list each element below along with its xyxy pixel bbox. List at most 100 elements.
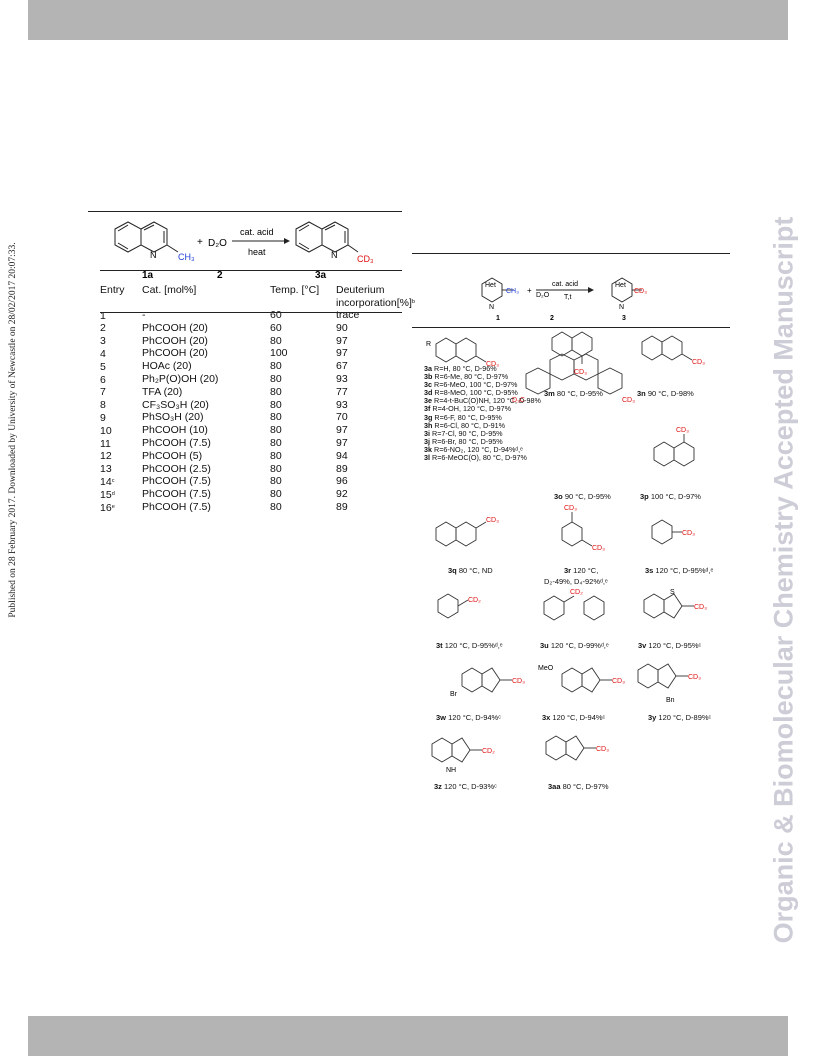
- cell-deuterium: 93: [336, 398, 348, 411]
- cell-temp: 80: [270, 449, 282, 462]
- ch3-label-right: CH₃: [506, 288, 519, 295]
- cell-temp: 80: [270, 411, 282, 424]
- cd3-3p: CD₃: [676, 427, 689, 434]
- plus-sign: +: [197, 237, 203, 248]
- label-3r: 3r 120 °C,: [564, 566, 599, 575]
- cd3-3m: CD₃: [574, 369, 587, 376]
- footer-bar: [28, 1016, 788, 1056]
- cell-entry: 4: [100, 347, 106, 360]
- cell-entry: 8: [100, 399, 106, 412]
- cell-deuterium: 97: [336, 334, 348, 347]
- cd3-3x: CD₃: [612, 678, 625, 685]
- plus-right: +: [527, 286, 532, 295]
- label-3r-d: D₂-49%, D₄-92%ᵈ,ᵉ: [544, 577, 608, 586]
- d2o-right: D₂O: [536, 292, 550, 299]
- reagent-above-right: cat. acid: [552, 281, 578, 288]
- reagent-above: cat. acid: [240, 227, 274, 237]
- br-3w: Br: [450, 691, 458, 698]
- label-1a: 1a: [142, 270, 154, 281]
- label-3x: 3x 120 °C, D-94%ᶜ: [542, 713, 606, 722]
- cell-deuterium: 93: [336, 373, 348, 386]
- cell-catalyst: PhCOOH (7.5): [142, 475, 211, 488]
- cell-entry: 2: [100, 322, 106, 335]
- cell-catalyst: HOAc (20): [142, 360, 192, 373]
- cell-entry: 5: [100, 360, 106, 373]
- label-3n: 3n 90 °C, D-98%: [637, 389, 694, 398]
- label-3v: 3v 120 °C, D-95%ᶜ: [638, 641, 702, 650]
- label-3s: 3s 120 °C, D-95%ᵈ,ᵉ: [645, 566, 714, 575]
- label-3m: 3m 80 °C, D-95%: [544, 389, 603, 398]
- table-row: 15d PhCOOH (7.5) 80 92: [100, 488, 446, 502]
- compound-entry: 3h R=6-Cl, 80 °C, D-91%: [424, 420, 505, 430]
- cell-deuterium: 97: [336, 437, 348, 450]
- cell-entry: 15d: [100, 488, 115, 501]
- left-reaction-scheme: N CH₃ + D₂O cat. acid heat N CD₃ 1a 2 3a: [114, 221, 374, 281]
- cd3-3s: CD₃: [682, 530, 695, 537]
- cell-temp: 60: [270, 321, 282, 334]
- cd3-3z: CD₂: [482, 748, 495, 755]
- reagent-below-right: T,t: [564, 294, 571, 301]
- atom-n-1: N: [489, 304, 494, 311]
- compound-entry: 3j R=6-Br, 80 °C, D-95%: [424, 436, 503, 446]
- cd3-label: CD₃: [357, 254, 374, 264]
- col-header-catalyst: Cat. [mol%]: [142, 284, 197, 296]
- cd3-3v: CD₃: [694, 604, 707, 611]
- accepted-manuscript-watermark: Organic & Biomolecular Chemistry Accepte…: [768, 216, 799, 944]
- label-1: 1: [496, 315, 500, 322]
- atom-n-right: N: [331, 250, 338, 260]
- cell-entry: 14c: [100, 475, 115, 488]
- label-2-right: 2: [550, 315, 554, 322]
- cell-deuterium: 90: [336, 321, 348, 334]
- cell-catalyst: PhCOOH (7.5): [142, 488, 211, 501]
- product-structure: [295, 221, 359, 253]
- cell-catalyst: Ph₂P(O)OH (20): [142, 373, 219, 386]
- cell-entry: 6: [100, 373, 106, 386]
- table-row: 8 CF₃SO₃H (20) 80 93: [100, 399, 446, 412]
- cell-catalyst: PhCOOH (5): [142, 449, 203, 462]
- cell-temp: 80: [270, 437, 282, 450]
- nh-3z: NH: [446, 767, 456, 774]
- d3c-3o: D₃C: [512, 397, 525, 404]
- label-3u: 3u 120 °C, D-99%ᵈ,ᵉ: [540, 641, 609, 650]
- cell-temp: 80: [270, 360, 282, 373]
- cell-catalyst: PhCOOH (20): [142, 321, 208, 334]
- cell-deuterium: 96: [336, 475, 348, 488]
- meo-3x: MeO: [538, 665, 554, 672]
- cd2-3t: CD₂: [468, 597, 481, 604]
- cell-entry: 12: [100, 450, 112, 463]
- cd3-3a: CD₃: [486, 361, 499, 368]
- header-bar: [28, 0, 788, 40]
- cell-deuterium: 89: [336, 501, 348, 514]
- compound-entry: 3e R=4-t-BuC(O)NH, 120 °C, D-98%: [424, 396, 541, 406]
- cell-temp: 80: [270, 462, 282, 475]
- cell-catalyst: CF₃SO₃H (20): [142, 398, 209, 411]
- quinaldine-structure: [114, 221, 179, 253]
- het-label-3: Het: [615, 282, 626, 289]
- col-header-deuterium-line2: incorporation[%]b: [336, 296, 415, 309]
- cell-temp: 80: [270, 398, 282, 411]
- cell-temp: 80: [270, 488, 282, 501]
- label-2: 2: [217, 270, 223, 281]
- cell-entry: 11: [100, 437, 111, 450]
- cell-catalyst: PhSO₃H (20): [142, 411, 204, 424]
- atom-n-3: N: [619, 304, 624, 311]
- label-3t: 3t 120 °C, D-95%ᵈ,ᵉ: [436, 641, 503, 650]
- cell-temp: 80: [270, 385, 282, 398]
- cell-entry: 16e: [100, 501, 115, 514]
- cell-deuterium: 97: [336, 347, 348, 360]
- cell-temp: 60: [270, 309, 282, 322]
- cell-deuterium: 92: [336, 488, 348, 501]
- cell-catalyst: PhCOOH (10): [142, 424, 208, 437]
- right-scheme-bottom-rule: [412, 327, 730, 328]
- cell-deuterium: 94: [336, 449, 348, 462]
- table-top-rule: [100, 270, 402, 271]
- cd3-3y: CD₃: [688, 674, 701, 681]
- label-3aa: 3aa 80 °C, D-97%: [548, 782, 609, 791]
